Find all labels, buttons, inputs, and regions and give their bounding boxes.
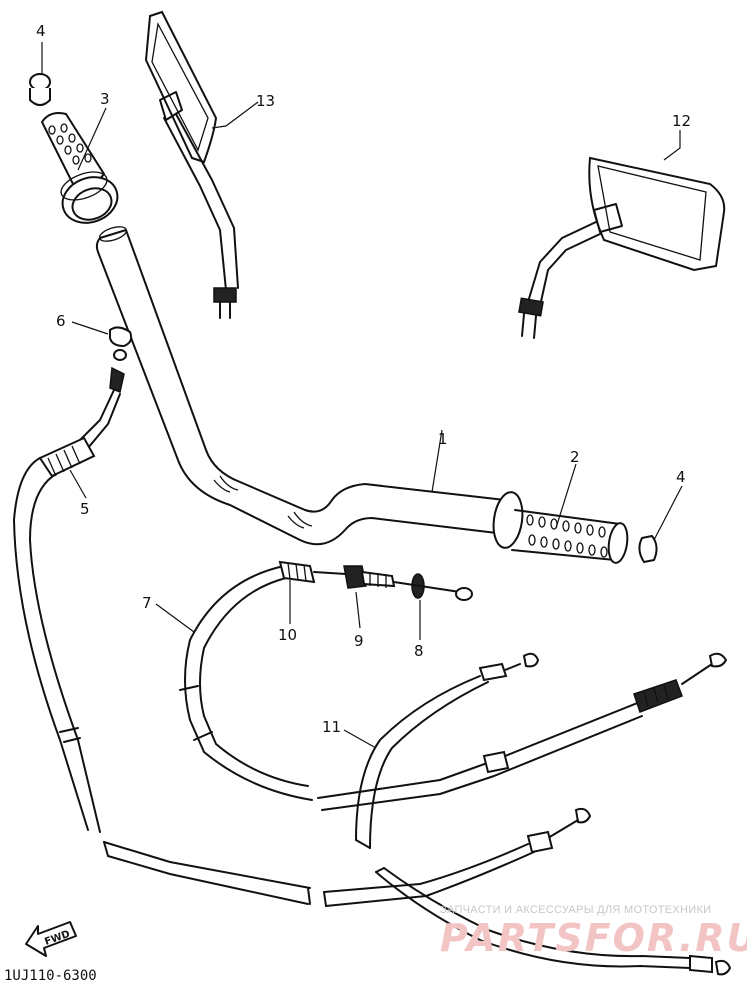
lever-holder bbox=[109, 326, 133, 361]
callout-5: 5 bbox=[80, 500, 90, 518]
right-bar-end bbox=[638, 534, 658, 564]
callout-4-right: 4 bbox=[676, 468, 686, 486]
cable-11 bbox=[317, 652, 728, 849]
locknut-8 bbox=[393, 573, 473, 601]
callout-7: 7 bbox=[142, 594, 152, 612]
leader-lines bbox=[41, 42, 683, 749]
left-grip bbox=[40, 112, 119, 224]
cable-lower bbox=[323, 807, 732, 976]
callout-12: 12 bbox=[672, 112, 691, 130]
callout-labels: 4 3 13 12 6 5 1 2 4 7 10 9 8 11 bbox=[36, 22, 691, 736]
callout-6: 6 bbox=[56, 312, 66, 330]
diagram-code: 1UJ110-6300 bbox=[4, 968, 97, 984]
callout-10: 10 bbox=[278, 626, 297, 644]
adjuster-9 bbox=[343, 565, 396, 589]
forward-arrow-icon: FWD bbox=[24, 918, 78, 963]
callout-2: 2 bbox=[570, 448, 580, 466]
watermark-logo: PARTSFOR.RU bbox=[440, 916, 747, 960]
callout-4-left: 4 bbox=[36, 22, 46, 40]
handlebar bbox=[95, 226, 506, 546]
right-grip bbox=[492, 491, 629, 564]
adjuster-10 bbox=[278, 560, 347, 584]
callout-8: 8 bbox=[414, 642, 424, 660]
left-bar-end bbox=[29, 73, 51, 106]
cable-7 bbox=[103, 565, 313, 905]
callout-13: 13 bbox=[256, 92, 275, 110]
callout-3: 3 bbox=[100, 90, 110, 108]
callout-11: 11 bbox=[322, 718, 341, 736]
throttle-cable bbox=[13, 366, 125, 833]
callout-9: 9 bbox=[354, 632, 364, 650]
callout-1: 1 bbox=[438, 430, 448, 448]
watermark-subtitle: ЗАПЧАСТИ И АКСЕССУАРЫ ДЛЯ МОТОТЕХНИКИ bbox=[440, 904, 712, 916]
left-mirror bbox=[144, 10, 239, 319]
right-mirror bbox=[518, 156, 726, 339]
